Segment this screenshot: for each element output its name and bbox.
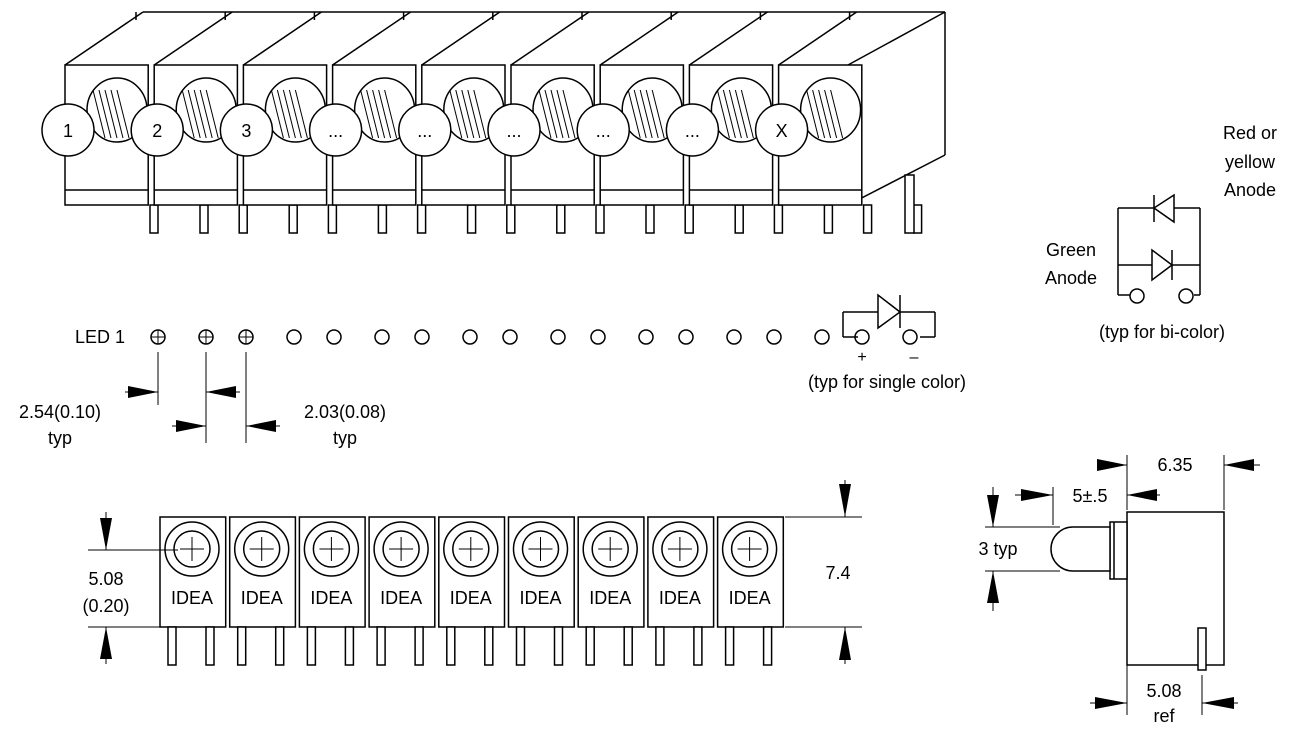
dim-width: 6.35 xyxy=(1157,455,1192,475)
bicolor-pin-right xyxy=(1178,288,1194,304)
front-module: IDEA xyxy=(507,516,575,666)
front-module-label: IDEA xyxy=(729,588,771,608)
pin-circle xyxy=(726,329,742,345)
pin-circle xyxy=(550,329,566,345)
top-led-dome xyxy=(219,103,274,157)
dim-spacing-line1: 2.03(0.08) xyxy=(304,402,386,422)
dim-height: 3 typ xyxy=(978,539,1017,559)
top-led-dome xyxy=(754,103,809,157)
front-module: IDEA xyxy=(228,516,297,666)
bicolor-pin-left xyxy=(1129,288,1145,304)
diode-lower-symbol xyxy=(1151,248,1174,282)
pin-row-view: LED 1 + – (typ for single color) 2.54(0.… xyxy=(19,293,966,448)
bicolor-schematic: Red or yellow Anode Green Anode (typ for… xyxy=(1045,123,1277,342)
front-module-label: IDEA xyxy=(171,588,213,608)
top-led-label: ... xyxy=(417,121,432,141)
pin-circle xyxy=(238,329,254,345)
diode-upper-symbol xyxy=(1152,193,1175,224)
front-module-label: IDEA xyxy=(380,588,422,608)
dim-left-line2: (0.20) xyxy=(82,596,129,616)
top-led-dome xyxy=(41,103,95,157)
bicolor-caption: (typ for bi-color) xyxy=(1099,322,1225,342)
pin-circle xyxy=(590,329,606,345)
red-anode-label-3: Anode xyxy=(1224,180,1276,200)
front-module: IDEA xyxy=(716,516,785,666)
pin-circle xyxy=(150,329,166,345)
side-view: 6.35 5±.5 3 typ 5.08 ref xyxy=(978,455,1260,726)
top-perspective-view: 1 2 3............... X xyxy=(41,11,946,234)
pin-circle xyxy=(766,329,782,345)
dim-left-line1: 5.08 xyxy=(88,569,123,589)
front-module: IDEA xyxy=(577,516,645,666)
single-diode-symbol xyxy=(877,293,902,330)
side-led-dome xyxy=(1050,526,1111,572)
top-led: 1 xyxy=(41,77,148,157)
pin-circle xyxy=(414,329,430,345)
side-body xyxy=(1126,511,1225,666)
dim-pin-line2: ref xyxy=(1153,706,1175,726)
front-module-label: IDEA xyxy=(589,588,631,608)
front-module: IDEA xyxy=(438,516,506,666)
top-led-dome xyxy=(130,103,184,157)
pin-circle xyxy=(374,329,390,345)
front-module: IDEA xyxy=(159,516,227,666)
pin-circle xyxy=(902,329,918,345)
top-led-label: X xyxy=(776,121,788,141)
top-led-label: 1 xyxy=(63,121,73,141)
front-module-label: IDEA xyxy=(519,588,561,608)
pin-circle xyxy=(678,329,694,345)
green-anode-label-1: Green xyxy=(1046,240,1096,260)
pin-circle xyxy=(814,329,830,345)
front-module-label: IDEA xyxy=(310,588,352,608)
side-flange xyxy=(1109,521,1128,580)
pin-circle xyxy=(638,329,654,345)
top-led: ... xyxy=(576,77,683,157)
pin-circle xyxy=(286,329,302,345)
front-module-label: IDEA xyxy=(241,588,283,608)
front-module: IDEA xyxy=(647,516,715,666)
pin-circle xyxy=(326,329,342,345)
top-led-dome xyxy=(398,103,452,157)
dim-right: 7.4 xyxy=(825,563,850,583)
top-led-dome xyxy=(665,103,720,157)
single-color-caption: (typ for single color) xyxy=(808,372,966,392)
top-led: ... xyxy=(487,77,594,157)
minus-sign: – xyxy=(910,349,919,366)
top-led-label: 2 xyxy=(152,121,162,141)
dim-pitch-line2: typ xyxy=(48,428,72,448)
pin-circle xyxy=(198,329,214,345)
front-view: IDEA IDEA IDEA IDEA IDEA IDEA IDEA IDEA IDEA 5.0… xyxy=(82,480,862,666)
top-led-label: ... xyxy=(506,121,521,141)
plus-sign: + xyxy=(857,349,866,366)
top-led-label: ... xyxy=(328,121,343,141)
dim-pin-line1: 5.08 xyxy=(1146,681,1181,701)
front-module-label: IDEA xyxy=(450,588,492,608)
top-led-label: ... xyxy=(596,121,611,141)
dim-pitch-line1: 2.54(0.10) xyxy=(19,402,101,422)
led1-label: LED 1 xyxy=(75,327,125,347)
front-module: IDEA xyxy=(298,516,366,666)
top-led-label: 3 xyxy=(241,121,251,141)
top-led: 3 xyxy=(219,77,327,157)
red-anode-label-1: Red or xyxy=(1223,123,1277,143)
side-pin xyxy=(1197,627,1207,671)
green-anode-label-2: Anode xyxy=(1045,268,1097,288)
top-led-label: ... xyxy=(685,121,700,141)
top-led: X xyxy=(754,77,862,157)
front-module: IDEA xyxy=(368,516,436,666)
front-module-label: IDEA xyxy=(659,588,701,608)
pin-circle xyxy=(502,329,518,345)
dim-led: 5±.5 xyxy=(1073,486,1108,506)
top-led-dome xyxy=(576,103,630,157)
pin-circle xyxy=(462,329,478,345)
top-led-dome xyxy=(308,103,363,157)
top-led-dome xyxy=(487,103,541,157)
red-anode-label-2: yellow xyxy=(1225,152,1276,172)
dim-spacing-line2: typ xyxy=(333,428,357,448)
top-led: ... xyxy=(308,77,416,157)
